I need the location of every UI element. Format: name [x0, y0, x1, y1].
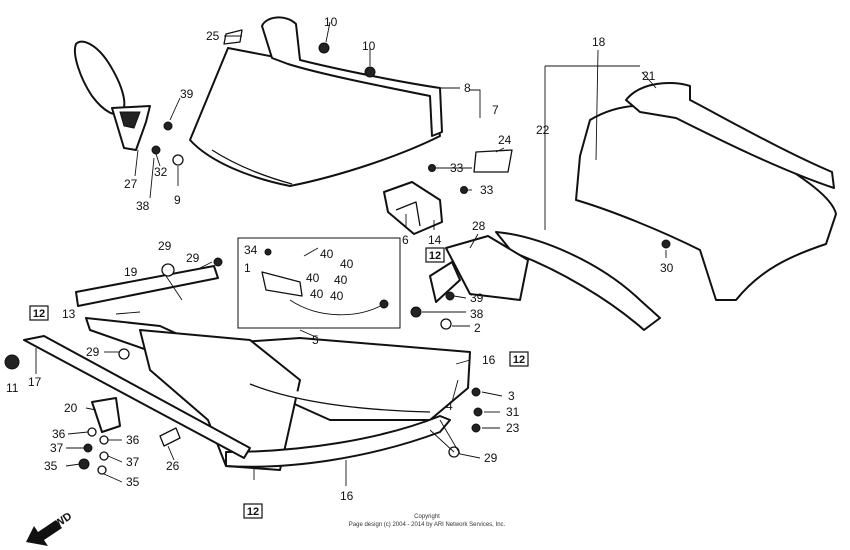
boxed-callout: 12 [513, 354, 525, 366]
callout: 30 [660, 261, 674, 275]
plate-26-part [159, 427, 181, 447]
boxed-callout: 12 [429, 250, 441, 262]
callout: 16 [482, 353, 496, 367]
callout: 29 [186, 251, 200, 265]
lower-fairing-part [139, 329, 471, 471]
callout: 10 [362, 39, 376, 53]
callout: 36 [52, 427, 66, 441]
callout: 36 [126, 433, 140, 447]
callout: 40 [334, 273, 348, 287]
callout: 25 [206, 29, 220, 43]
callout: 33 [480, 183, 494, 197]
callout: 9 [174, 193, 181, 207]
upper-fairing-part [495, 81, 837, 331]
callout: 19 [124, 265, 138, 279]
callout: 37 [50, 441, 64, 455]
callout: 28 [472, 219, 486, 233]
callout: 29 [484, 451, 498, 465]
callout: 14 [428, 233, 442, 247]
callout: 37 [126, 455, 140, 469]
callout: 27 [124, 177, 138, 191]
callout: 8 [464, 81, 471, 95]
strip-19-part [75, 265, 219, 307]
forward-indicator: FWD [26, 510, 74, 546]
plate-24-part [473, 149, 513, 173]
callout: 38 [136, 199, 150, 213]
arrow-fwd-icon [26, 520, 62, 546]
callout: 3 [508, 389, 515, 403]
callout: 40 [330, 289, 344, 303]
cover-6-part [383, 181, 443, 235]
callout: 6 [402, 233, 409, 247]
callouts: 25 10 10 8 7 39 27 32 9 38 24 33 33 18 2… [6, 15, 674, 503]
callout: 39 [470, 291, 484, 305]
callout: 20 [64, 401, 78, 415]
callout: 4 [446, 399, 453, 413]
callout: 32 [154, 165, 168, 179]
callout: 10 [324, 15, 338, 29]
callout: 16 [340, 489, 354, 503]
callout: 29 [158, 239, 172, 253]
mirror-right-part [429, 235, 529, 303]
callout: 40 [320, 247, 334, 261]
callout: 7 [492, 103, 499, 117]
fasteners [4, 42, 671, 475]
bracket-20-part [91, 397, 121, 433]
mirror-left-part [74, 40, 151, 151]
callout: 21 [642, 69, 656, 83]
callout: 26 [166, 459, 180, 473]
callout: 38 [470, 307, 484, 321]
callout: 35 [126, 475, 140, 489]
forward-label: FWD [47, 510, 74, 534]
callout: 2 [474, 321, 481, 335]
callout: 11 [6, 381, 19, 395]
callout: 23 [506, 421, 520, 435]
callout: 34 [244, 243, 258, 257]
boxed-callout: 12 [247, 506, 259, 518]
callout: 17 [28, 375, 42, 389]
copyright-line-1: Copyright [414, 514, 440, 520]
windscreen-part [189, 16, 443, 187]
copyright-line-2: Page design (c) 2004 - 2014 by ARI Netwo… [349, 522, 506, 528]
callout: 29 [86, 345, 100, 359]
callout: 40 [340, 257, 354, 271]
boxed-callouts: 12 12 12 12 [29, 247, 529, 519]
tab-25-part [223, 29, 243, 45]
wiring-assembly-box [237, 237, 401, 329]
callout: 24 [498, 133, 512, 147]
strip-17-part [23, 335, 251, 459]
callout: 33 [450, 161, 464, 175]
callout: 35 [44, 459, 58, 473]
leader-lines [35, 21, 667, 486]
callout: 39 [180, 87, 194, 101]
callout: 22 [536, 123, 550, 137]
callout: 31 [506, 405, 520, 419]
callout: 13 [62, 307, 76, 321]
callout: 1 [244, 261, 251, 275]
callout: 40 [310, 287, 324, 301]
callout: 5 [312, 333, 319, 347]
callout: 18 [592, 35, 606, 49]
boxed-callout: 12 [33, 308, 45, 320]
callout: 40 [306, 271, 320, 285]
